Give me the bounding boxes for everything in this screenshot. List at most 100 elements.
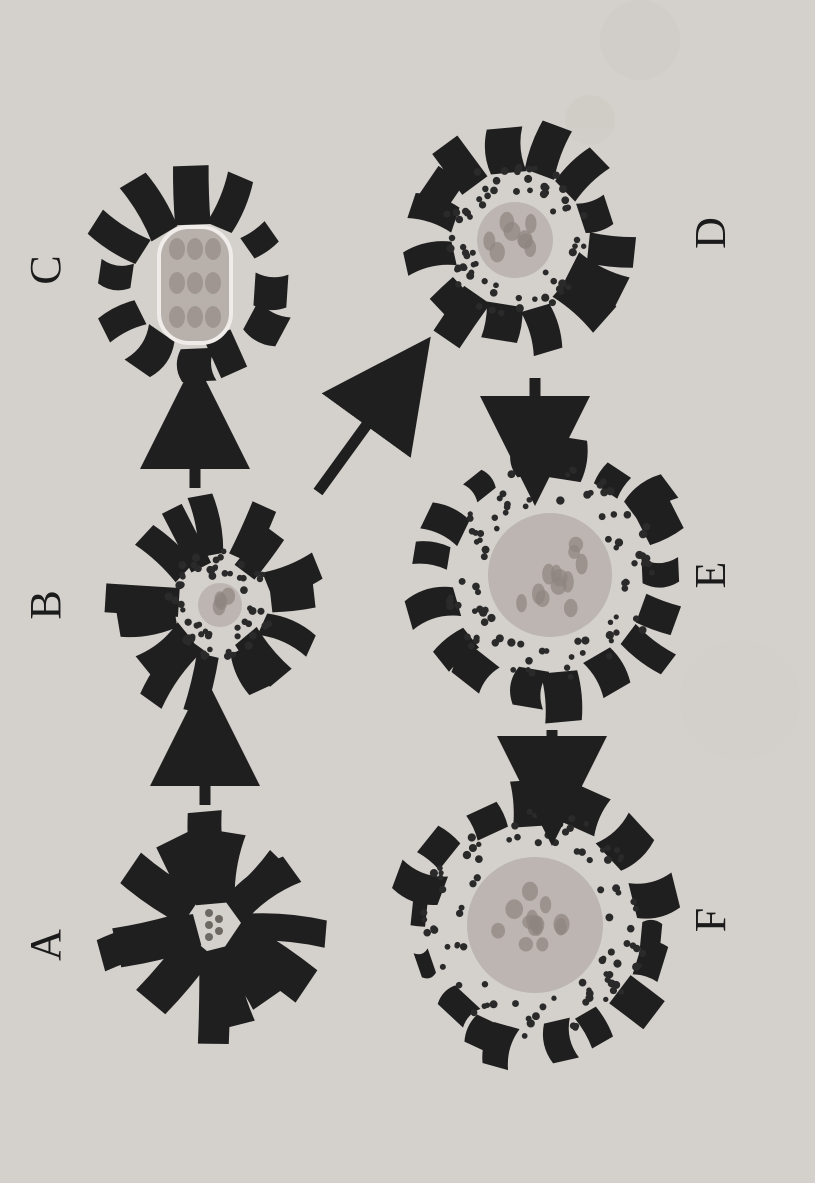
dot <box>506 837 512 843</box>
dot <box>605 536 612 543</box>
dot <box>490 289 498 297</box>
dot <box>513 188 520 195</box>
dot <box>468 269 474 275</box>
dot <box>481 618 489 626</box>
dot <box>532 813 538 819</box>
dot <box>633 615 640 622</box>
dot <box>631 560 637 566</box>
dot <box>482 186 488 192</box>
dot <box>206 566 213 573</box>
dot <box>624 511 632 519</box>
dot <box>440 964 446 970</box>
granule <box>215 927 223 935</box>
dot <box>467 214 473 220</box>
dot <box>565 472 570 477</box>
dot <box>536 477 543 484</box>
dot <box>479 608 487 616</box>
dot <box>455 281 461 287</box>
dot <box>456 216 463 223</box>
dot <box>517 641 524 648</box>
dot <box>467 515 474 522</box>
dot <box>527 1019 535 1027</box>
dot <box>599 513 606 520</box>
dot <box>564 665 570 671</box>
granule <box>205 921 213 929</box>
nucleus-spot <box>505 899 523 919</box>
dot <box>217 554 224 561</box>
dot <box>572 1024 578 1030</box>
dot <box>469 880 476 887</box>
dot <box>606 653 613 660</box>
dot <box>481 553 488 560</box>
dot <box>600 847 605 852</box>
dot <box>636 963 642 969</box>
dot <box>493 177 501 185</box>
dot <box>207 647 213 653</box>
dot <box>549 299 556 306</box>
nucleus-spot <box>525 214 536 233</box>
dot <box>245 642 253 650</box>
nucleus-spot <box>169 238 185 260</box>
dot <box>527 809 533 815</box>
dot <box>579 979 587 987</box>
dot <box>443 211 450 218</box>
dot <box>191 562 198 569</box>
nucleus-spot <box>540 896 551 913</box>
dot <box>446 244 454 252</box>
dot <box>454 602 461 609</box>
nucleus-spot <box>516 594 527 612</box>
dot <box>259 572 265 578</box>
dot <box>453 209 461 217</box>
dot <box>581 636 589 644</box>
dot <box>522 1033 528 1039</box>
dot <box>421 917 427 923</box>
nucleus-spot <box>205 238 221 260</box>
dot <box>541 294 549 302</box>
nucleus-spot <box>490 242 505 263</box>
dot <box>247 605 253 611</box>
dot <box>569 654 575 660</box>
dot <box>438 875 444 881</box>
dot <box>171 596 179 604</box>
dot <box>588 490 594 496</box>
dot <box>601 956 607 962</box>
dot <box>224 653 231 660</box>
dot <box>580 212 587 219</box>
dot <box>618 857 623 862</box>
nucleus-spot <box>530 915 544 934</box>
dot <box>456 982 463 989</box>
dot <box>526 166 533 173</box>
nucleus-spot <box>553 914 569 935</box>
dot <box>550 278 557 285</box>
dot <box>439 886 446 893</box>
dot <box>565 284 571 290</box>
nucleus-spot <box>205 272 221 294</box>
dot <box>613 629 619 635</box>
dot <box>604 856 612 864</box>
dot <box>585 994 593 1002</box>
dot <box>472 608 478 614</box>
dot <box>561 196 569 204</box>
dot <box>498 310 505 317</box>
dot <box>473 530 479 536</box>
dot <box>249 632 257 640</box>
dot <box>507 470 515 478</box>
dot <box>608 948 615 955</box>
dot <box>238 561 246 569</box>
label-f: F <box>686 908 735 932</box>
label-b: B <box>21 590 70 619</box>
dot <box>470 250 476 256</box>
dot <box>476 303 483 310</box>
nucleus-spot <box>522 882 538 901</box>
dot <box>456 910 463 917</box>
dot <box>468 642 475 649</box>
dot <box>200 650 207 657</box>
dot <box>543 270 549 276</box>
dot <box>544 648 550 654</box>
dot <box>179 572 185 578</box>
dot <box>523 503 529 509</box>
dot <box>490 1000 498 1008</box>
dot <box>605 913 613 921</box>
dot <box>510 667 516 673</box>
dot <box>605 845 611 851</box>
